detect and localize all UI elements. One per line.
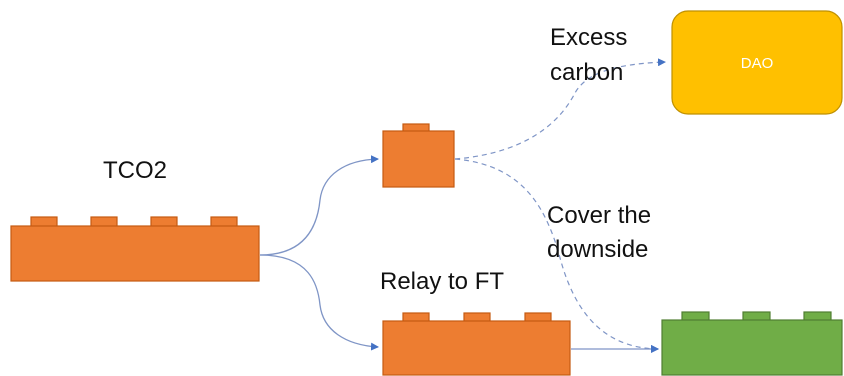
tco2-brick-body [10, 225, 260, 282]
small-brick-body [382, 130, 455, 188]
cover-downside-label-line1: Cover the [547, 202, 651, 229]
green-brick [661, 311, 843, 376]
relay-label: Relay to FT [380, 268, 504, 295]
dao-label: DAO [741, 55, 774, 72]
tco2-brick [10, 216, 260, 282]
excess-carbon-label-line2: carbon [550, 59, 623, 86]
dao-box [671, 10, 843, 115]
small-brick [382, 123, 455, 188]
edge-tco2-to-relay [259, 254, 379, 351]
tco2-label: TCO2 [103, 157, 167, 184]
green-brick-body [661, 319, 843, 376]
dao-node: DAO [671, 10, 843, 115]
edge-tco2-to-small-brick [259, 155, 379, 256]
excess-carbon-label-line1: Excess [550, 24, 627, 51]
relay-brick [382, 312, 571, 376]
relay-brick-body [382, 320, 571, 376]
cover-downside-label-line2: downside [547, 236, 648, 263]
edge-cover-downside-to-green-brick [454, 158, 659, 353]
